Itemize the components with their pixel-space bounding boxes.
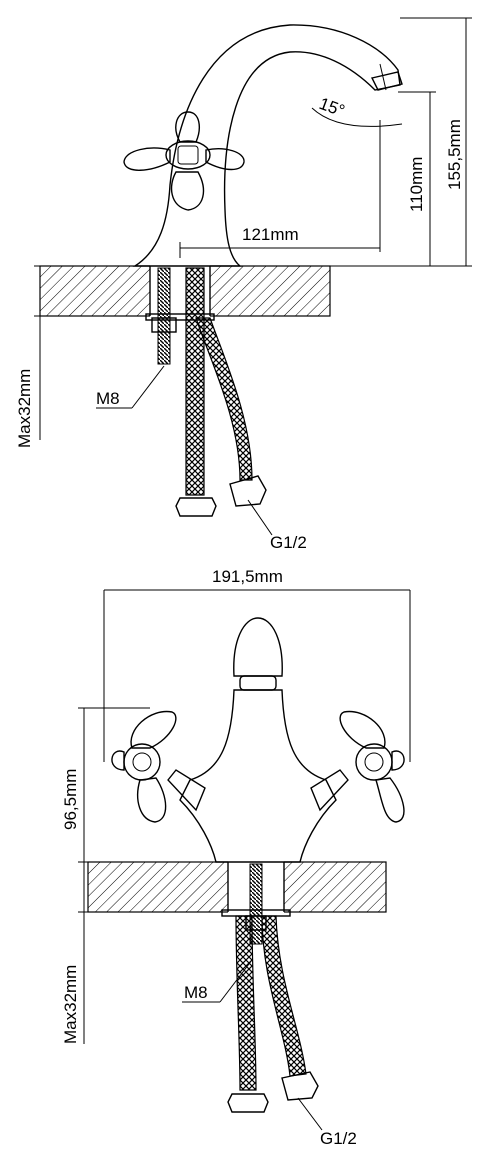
dim-reach: 121mm xyxy=(242,225,299,244)
label-g12-side: G1/2 xyxy=(270,533,307,552)
hose-left-side xyxy=(185,267,205,496)
handle-side xyxy=(123,111,245,211)
dim-angle: 15° xyxy=(317,94,348,121)
handle-left-front xyxy=(111,710,206,823)
dim-width: 191,5mm xyxy=(212,567,283,586)
side-view: 121mm 15° 110mm 155,5mm Max32mm M8 G1/2 xyxy=(15,17,472,552)
handle-right-front xyxy=(310,710,405,823)
dim-height-total: 155,5mm xyxy=(445,119,464,190)
nut-left-side xyxy=(175,497,217,517)
stud-m8-front xyxy=(249,863,263,945)
faucet-body-front xyxy=(179,689,337,863)
label-g12-front: G1/2 xyxy=(320,1129,357,1148)
dim-max-thickness-side: Max32mm xyxy=(15,369,34,448)
nut-left-front xyxy=(227,1093,269,1113)
label-m8-side: M8 xyxy=(96,389,120,408)
hose-left-front xyxy=(235,915,257,1091)
dim-height-spout: 110mm xyxy=(407,157,426,212)
dim-handle-height: 96,5mm xyxy=(61,769,80,830)
nut-right-front xyxy=(281,1071,319,1101)
faucet-body xyxy=(132,24,401,267)
label-m8-front: M8 xyxy=(184,983,208,1002)
spout-front xyxy=(233,617,283,677)
hose-right-front xyxy=(261,915,307,1077)
dim-max-thickness-front: Max32mm xyxy=(61,965,80,1044)
nut-right-side xyxy=(229,475,267,507)
stud-m8-side xyxy=(157,267,171,365)
hose-right-side xyxy=(195,317,253,481)
front-view: 191,5mm 96,5mm Max32mm M8 G1/2 xyxy=(61,567,411,1148)
